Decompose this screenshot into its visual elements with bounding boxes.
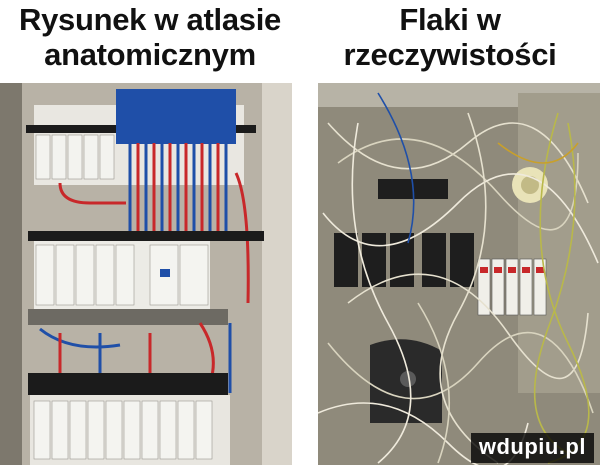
- caption-left: Rysunek w atlasie anatomicznym: [0, 2, 300, 72]
- caption-right-line1: Flaki w: [399, 2, 501, 37]
- photo-messy-panel: wdupiu.pl: [318, 83, 600, 465]
- photo-neat-panel: [0, 83, 292, 465]
- neat-panel-illustration: [0, 83, 292, 465]
- caption-left-line1: Rysunek w atlasie: [19, 2, 281, 37]
- caption-right-line2: rzeczywistości: [343, 37, 557, 72]
- caption-left-line2: anatomicznym: [44, 37, 256, 72]
- watermark-logo: wdupiu.pl: [470, 433, 594, 463]
- caption-right: Flaki w rzeczywistości: [300, 2, 600, 72]
- messy-panel-illustration: [318, 83, 600, 465]
